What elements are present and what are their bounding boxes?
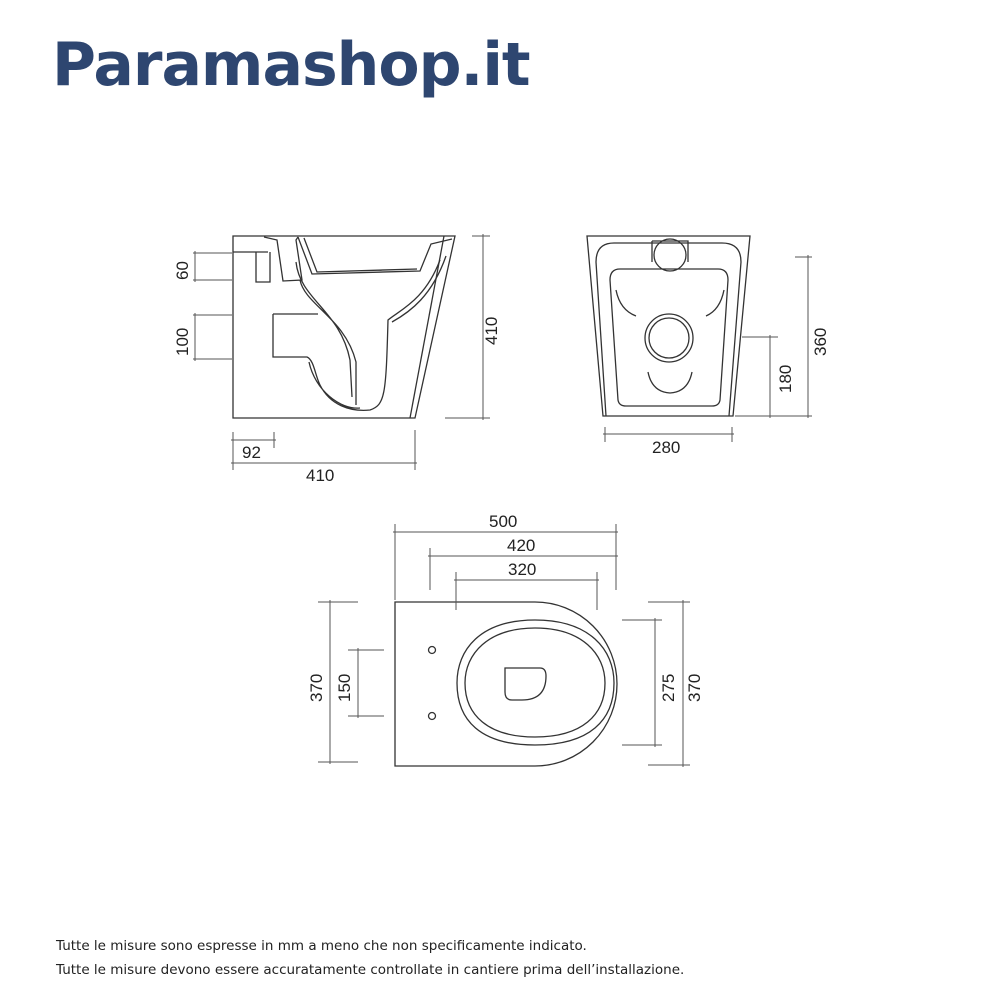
footer-line-2: Tutte le misure devono essere accuratame… <box>56 962 685 978</box>
dim-420: 420 <box>507 536 535 555</box>
dim-side-height: 410 <box>482 317 501 345</box>
dim-275: 275 <box>659 674 678 702</box>
top-view-dimensions: 500 420 320 370 150 275 370 <box>307 512 704 767</box>
dim-100: 100 <box>173 328 192 356</box>
dim-150: 150 <box>335 674 354 702</box>
footer-line-1: Tutte le misure sono espresse in mm a me… <box>56 938 587 954</box>
dim-320: 320 <box>508 560 536 579</box>
brand-logo: Paramashop.it <box>52 30 531 100</box>
dim-side-depth: 410 <box>306 466 334 485</box>
dim-60: 60 <box>173 261 192 280</box>
dim-front-width: 280 <box>652 438 680 457</box>
front-view <box>586 235 751 417</box>
top-view <box>394 601 618 767</box>
dim-right-370: 370 <box>685 674 704 702</box>
dim-left-370: 370 <box>307 674 326 702</box>
side-view-dimensions: 60 100 410 92 410 <box>173 234 501 485</box>
front-view-dimensions: 360 180 280 <box>603 255 830 457</box>
dim-500: 500 <box>489 512 517 531</box>
dim-180: 180 <box>776 365 795 393</box>
side-view <box>232 235 456 419</box>
dim-92: 92 <box>242 443 261 462</box>
dim-front-height: 360 <box>811 328 830 356</box>
footer-notes: Tutte le misure sono espresse in mm a me… <box>56 934 684 982</box>
